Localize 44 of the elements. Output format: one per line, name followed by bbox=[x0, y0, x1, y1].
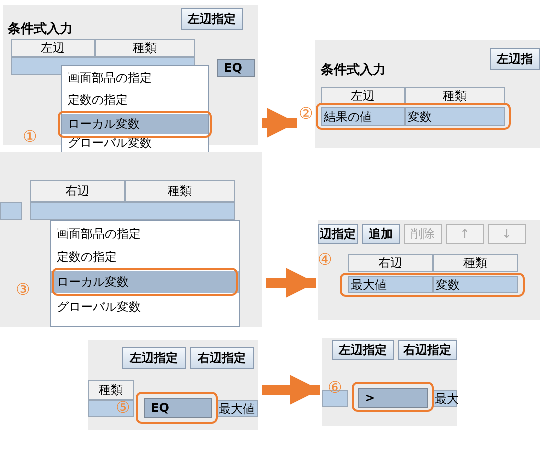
table-cell: 最大 bbox=[432, 390, 457, 407]
toolbar-button: 左辺指定 bbox=[181, 8, 243, 30]
step-number: ④ bbox=[318, 250, 334, 270]
section-title: 条件式入力 bbox=[8, 20, 74, 38]
column-header: 種類 bbox=[88, 380, 134, 400]
toolbar-button: 右辺指定 bbox=[398, 340, 457, 360]
toolbar-button: ↑ bbox=[446, 224, 484, 244]
toolbar-button: 辺指定 bbox=[318, 224, 358, 244]
screenshot-panel bbox=[318, 220, 540, 320]
table-cell: 最大値 bbox=[216, 400, 258, 417]
column-header: 種類 bbox=[125, 180, 235, 202]
step-number: ③ bbox=[16, 280, 32, 300]
screenshot-panel bbox=[0, 152, 262, 327]
column-header: 種類 bbox=[95, 39, 195, 57]
arrow bbox=[262, 375, 320, 405]
toolbar-button: 左辺指定 bbox=[332, 340, 394, 360]
table-cell: 最大値 bbox=[348, 276, 433, 293]
screenshot-panel bbox=[88, 340, 258, 430]
toolbar-button: ↓ bbox=[488, 224, 526, 244]
step-number: ② bbox=[299, 104, 314, 124]
step-number: ① bbox=[23, 127, 38, 147]
menu-item: ローカル変数 bbox=[51, 271, 239, 293]
column-header: 右辺 bbox=[30, 180, 125, 202]
dropdown-field: EQ bbox=[217, 59, 255, 77]
dropdown-field: EQ bbox=[144, 398, 212, 418]
table-cell: 結果の値 bbox=[321, 107, 405, 126]
section-title: 条件式入力 bbox=[321, 62, 387, 80]
arrow bbox=[266, 268, 316, 298]
column-header: 左辺 bbox=[11, 39, 95, 57]
column-header: 種類 bbox=[433, 254, 518, 272]
step-number: ⑤ bbox=[116, 398, 132, 418]
table-cell: 変数 bbox=[405, 107, 505, 126]
step-number: ⑥ bbox=[328, 378, 344, 398]
toolbar-button: 追加 bbox=[362, 224, 400, 244]
table-cell: 変数 bbox=[433, 276, 518, 293]
column-header: 右辺 bbox=[348, 254, 433, 272]
toolbar-button: 削除 bbox=[404, 224, 442, 244]
toolbar-button: 右辺指定 bbox=[190, 347, 254, 369]
dropdown-field: > bbox=[358, 388, 428, 408]
menu-item: ローカル変数 bbox=[62, 114, 208, 134]
arrow bbox=[262, 108, 297, 138]
toolbar-button: 左辺指 bbox=[490, 48, 540, 70]
screenshot-panel bbox=[322, 338, 457, 426]
toolbar-button: 左辺指定 bbox=[122, 347, 186, 369]
